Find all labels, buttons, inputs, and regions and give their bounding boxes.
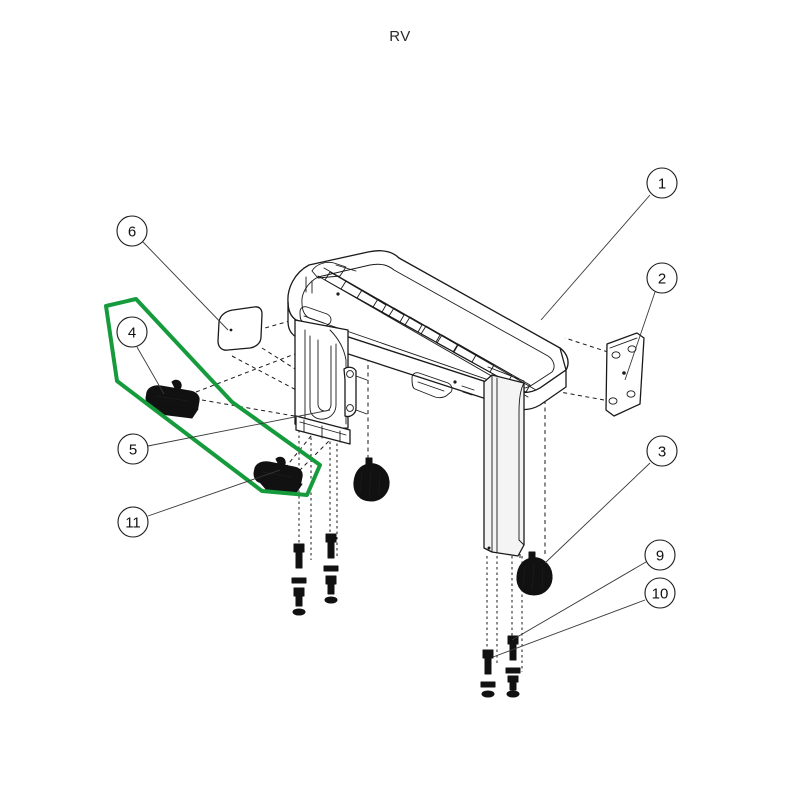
callout-11[interactable]: 11 [117,469,281,538]
callout-9-label: 9 [656,548,664,565]
callout-3-label: 3 [658,444,666,461]
callout-4[interactable]: 4 [116,316,165,395]
page-title: RV [389,28,411,45]
callout-layer[interactable]: 1 2 3 4 5 [116,167,678,658]
callout-10[interactable]: 10 [492,577,676,658]
callout-9[interactable]: 9 [511,539,676,641]
callout-3[interactable]: 3 [544,435,678,564]
fastener-group-left [291,533,339,616]
green-selection-outline [104,297,322,497]
callout-10-label: 10 [652,586,669,603]
callout-11-label: 11 [125,515,141,532]
latch-clip-lower [253,456,303,494]
callout-5[interactable]: 5 [117,409,331,465]
knurled-knob-right [516,551,553,596]
callout-1[interactable]: 1 [540,167,678,321]
callout-5-label: 5 [129,442,137,459]
left-vertical-bracket [294,319,368,445]
mounting-bracket-plate [605,332,645,417]
knurled-knob-left [353,457,390,502]
fastener-group-right [480,635,521,698]
latch-clip-upper [145,379,200,419]
callout-6-label: 6 [128,224,136,241]
right-leg-panel [483,374,525,557]
end-cap-cover [217,306,263,351]
callout-2-label: 2 [658,271,666,288]
callout-1-label: 1 [658,176,666,193]
callout-6[interactable]: 6 [116,215,229,331]
callout-2[interactable]: 2 [624,262,678,381]
callout-4-label: 4 [128,325,136,342]
